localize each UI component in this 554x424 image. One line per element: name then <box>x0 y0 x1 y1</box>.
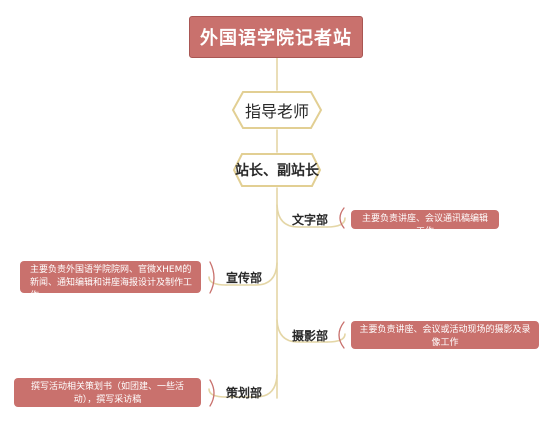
dept-writing-description: 主要负责讲座、会议通讯稿编辑工作 <box>351 210 499 237</box>
dept-publicity-description-text: 主要负责外国语学院院网、官微XHEM的新闻、通知编辑和讲座海报设计及制作工作 <box>30 265 193 301</box>
dept-photography-name: 摄影部 <box>291 329 328 343</box>
leader-label: 站长、副站长 <box>235 163 319 179</box>
dept-planning-description: 撰写活动相关策划书（如团建、一些活动），撰写采访稿 <box>14 378 201 407</box>
advisor-label: 指导老师 <box>244 102 309 121</box>
dept-planning: 策划部 <box>222 384 266 401</box>
root-node: 外国语学院记者站 <box>189 16 363 58</box>
dept-planning-description-text: 撰写活动相关策划书（如团建、一些活动），撰写采访稿 <box>30 382 184 405</box>
dept-publicity-name: 宣传部 <box>225 271 262 285</box>
dept-photography: 摄影部 <box>288 327 332 344</box>
dept-writing: 文字部 <box>288 211 332 228</box>
advisor-node: 指导老师 <box>231 90 323 130</box>
advisor-hexagon-shape <box>231 91 323 129</box>
dept-photography-description: 主要负责讲座、会议或活动现场的摄影及录像工作 <box>351 321 539 349</box>
dept-writing-name: 文字部 <box>291 213 328 227</box>
leader-hexagon-shape <box>232 153 322 187</box>
root-title: 外国语学院记者站 <box>200 28 352 49</box>
dept-writing-description-text: 主要负责讲座、会议通讯稿编辑工作 <box>361 214 488 237</box>
dept-photography-description-text: 主要负责讲座、会议或活动现场的摄影及录像工作 <box>359 325 531 348</box>
dept-planning-name: 策划部 <box>225 386 262 400</box>
dept-publicity: 宣传部 <box>222 269 266 286</box>
leader-node: 站长、副站长 <box>232 152 322 188</box>
dept-publicity-description: 主要负责外国语学院院网、官微XHEM的新闻、通知编辑和讲座海报设计及制作工作 <box>20 261 201 301</box>
